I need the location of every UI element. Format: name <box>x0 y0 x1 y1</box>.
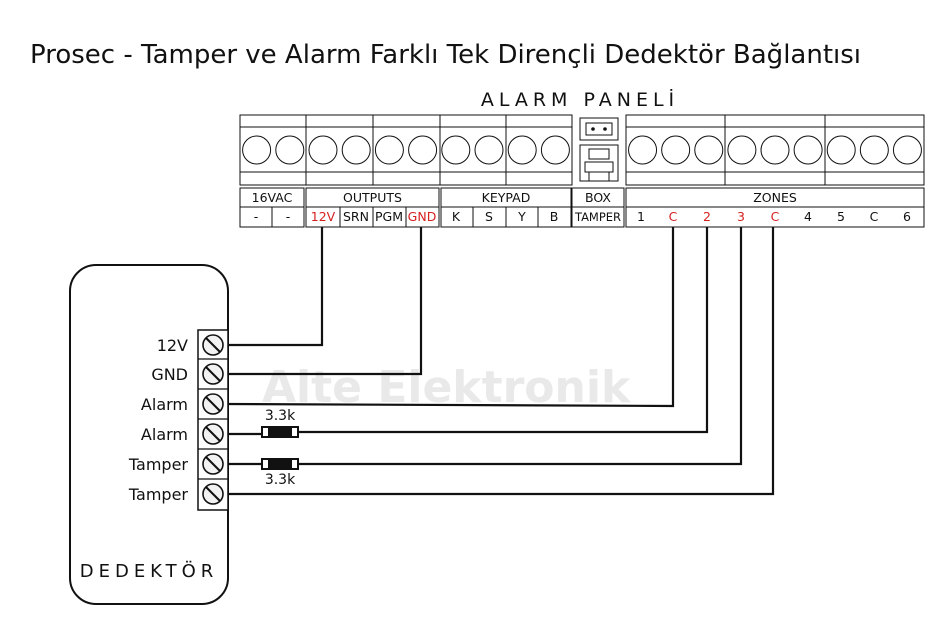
screw-terminal <box>859 135 889 165</box>
terminal-label-16vac-1: - <box>286 209 291 224</box>
detector-screw-slot <box>205 396 221 412</box>
terminal-label-zones-4: C <box>771 209 780 224</box>
detector-screw-slot <box>205 486 221 502</box>
screw-terminal <box>892 135 922 165</box>
terminal-label-zones-5: 4 <box>804 209 812 224</box>
screw-terminal <box>308 135 338 165</box>
screw-terminal <box>242 135 272 165</box>
resistor-tamper-label: 3.3k <box>265 472 296 488</box>
screw-terminal <box>507 135 537 165</box>
wire-alarm-zone <box>298 227 709 434</box>
screw-terminal <box>374 135 404 165</box>
terminal-label-outputs-0: 12V <box>311 209 336 224</box>
detector-terminal-label-5: Tamper <box>128 485 189 504</box>
tamper-pin <box>591 127 595 131</box>
screw-terminal <box>341 135 371 165</box>
group-header-keypad: KEYPAD <box>482 190 531 205</box>
detector-terminal-label-4: Tamper <box>128 455 189 474</box>
detector-terminal-block <box>197 329 229 511</box>
wire-alarm-common <box>223 227 675 408</box>
resistor-tamper-band <box>268 459 292 469</box>
screw-terminal <box>727 135 757 165</box>
terminal-label-zones-8: 6 <box>903 209 911 224</box>
group-header-box: BOX <box>585 190 611 205</box>
resistor-alarm-label: 3.3k <box>265 408 296 424</box>
wire-tamper-common <box>224 227 775 496</box>
screw-terminal <box>694 135 724 165</box>
screw-terminal <box>441 135 471 165</box>
wire-gnd <box>224 227 423 376</box>
terminal-label-keypad-0: K <box>452 209 461 224</box>
terminal-label-zones-7: C <box>870 209 879 224</box>
detector-terminal-label-2: Alarm <box>141 395 188 414</box>
detector-screw-slot <box>205 366 221 382</box>
screw-terminal <box>661 135 691 165</box>
terminal-label-16vac-0: - <box>254 209 259 224</box>
tamper-switch-button <box>588 148 610 160</box>
wires: 3.3k 3.3k <box>223 227 775 496</box>
terminal-label-keypad-3: B <box>550 209 559 224</box>
terminal-label-zones-1: C <box>669 209 678 224</box>
group-header-outputs: OUTPUTS <box>343 190 402 205</box>
tamper-switch-base <box>584 161 614 173</box>
page-title: Prosec - Tamper ve Alarm Farklı Tek Dire… <box>30 40 861 70</box>
panel-title: ALARM PANELİ <box>481 88 679 111</box>
terminal-label-outputs-1: SRN <box>343 209 369 224</box>
group-header-zones: ZONES <box>753 190 797 205</box>
wire-tamper-zone <box>298 227 743 466</box>
tamper-pin <box>603 127 607 131</box>
terminal-label-keypad-2: Y <box>517 209 526 224</box>
terminal-label-zones-3: 3 <box>737 209 745 224</box>
alarm-panel: 16VAC OUTPUTS KEYPAD BOX ZONES - - 12V SRN PGM GND… <box>239 114 925 228</box>
detector-terminal-label-0: 12V <box>157 336 188 355</box>
terminal-label-box-0: TAMPER <box>574 210 621 224</box>
screw-terminal <box>628 135 658 165</box>
terminal-label-outputs-2: PGM <box>375 209 403 224</box>
terminal-label-keypad-1: S <box>485 209 493 224</box>
screw-terminal <box>275 135 305 165</box>
group-header-16vac: 16VAC <box>252 190 293 205</box>
screw-terminal <box>408 135 438 165</box>
screw-terminal <box>793 135 823 165</box>
detector-screw-slot <box>205 426 221 442</box>
detector-terminal-label-3: Alarm <box>141 425 188 444</box>
detector-screw-slot <box>205 456 221 472</box>
detector-screw-slot <box>205 337 221 353</box>
detector-terminal-label-1: GND <box>151 365 188 384</box>
detector-title: DEDEKTÖR <box>80 560 219 582</box>
terminal-label-zones-2: 2 <box>703 209 711 224</box>
screw-terminal <box>474 135 504 165</box>
wire-12v <box>224 227 324 347</box>
screw-terminal <box>540 135 570 165</box>
tamper-connector-inner <box>585 122 613 136</box>
terminal-label-outputs-3: GND <box>408 209 437 224</box>
terminal-label-zones-0: 1 <box>637 209 645 224</box>
terminal-label-zones-6: 5 <box>837 209 845 224</box>
resistor-alarm-band <box>268 427 292 437</box>
screw-terminal <box>760 135 790 165</box>
screw-terminal <box>826 135 856 165</box>
